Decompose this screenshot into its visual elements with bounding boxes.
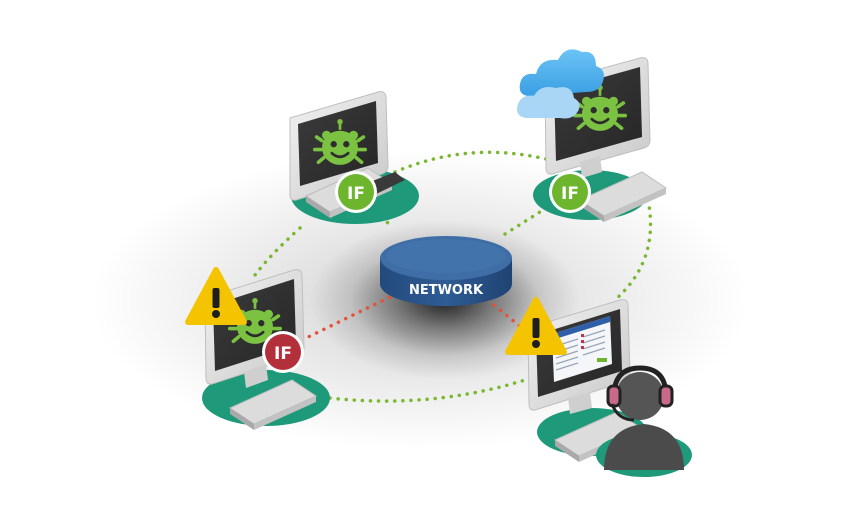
computer-top-left: IF (289, 91, 419, 224)
interface-label: IF (561, 184, 579, 204)
interface-label: IF (274, 344, 292, 364)
network-label: NETWORK (409, 283, 484, 298)
link-top-right-to-operator (613, 198, 653, 302)
link-left-fault (300, 294, 394, 342)
monitor-stand (580, 156, 602, 178)
interface-badge-ok: IF (549, 171, 591, 213)
link-top-left-to-top-right (393, 150, 552, 174)
computer-top-right: IF (517, 49, 667, 223)
cloud-icon (517, 49, 604, 119)
interface-label: IF (347, 184, 365, 204)
monitor-stand (568, 392, 592, 414)
interface-badge-ok: IF (335, 171, 377, 213)
link-left-to-operator (328, 373, 542, 403)
interface-badge-fault: IF (262, 331, 304, 373)
link-top-left-to-left (253, 226, 302, 277)
link-operator-fault (486, 298, 524, 330)
computer-left: IF (188, 270, 330, 431)
headset-operator-icon (596, 365, 692, 477)
link-top-right-to-network (503, 210, 542, 236)
monitor-stand (244, 364, 268, 388)
network-database-icon: NETWORK (380, 236, 512, 306)
computer-operator (508, 300, 692, 477)
